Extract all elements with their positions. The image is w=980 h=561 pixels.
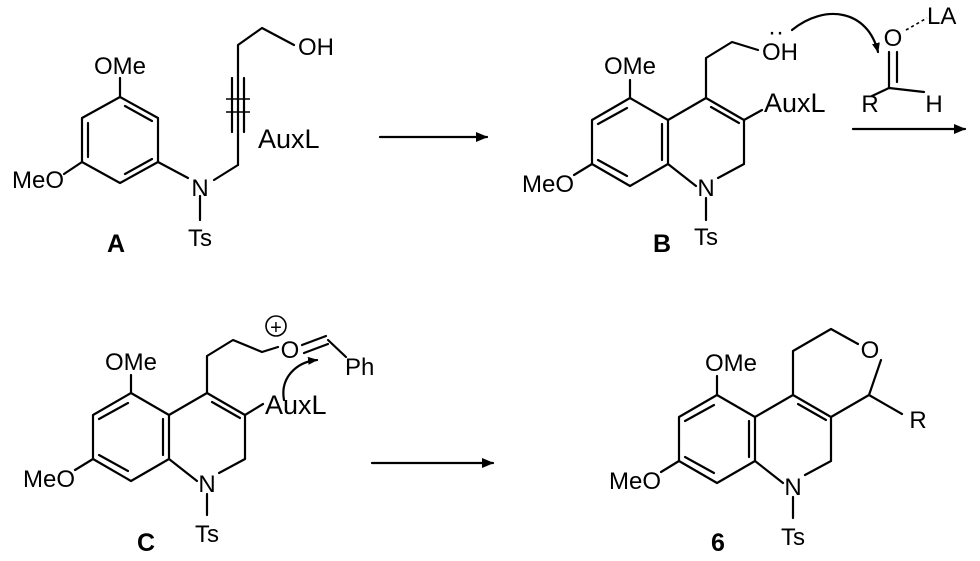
compound-label-a: A [107,230,125,258]
compound-6: OMe MeO N Ts O R 6 [609,327,927,557]
oxocarbenium-double-bond-1 [300,334,328,347]
oxocarbenium-double-bond-2 [302,342,330,355]
bond-c-r-6 [867,393,904,416]
auxl-label-c: AuxL [265,390,327,420]
bond-n-ch2-a [212,163,240,182]
aldehyde-c-r-bond [870,86,891,98]
r-label-6: R [909,407,926,434]
pyran-o-label-6: O [861,337,880,364]
bond-ring-n-a [156,160,190,180]
aldehyde-c-h-bond [887,86,926,94]
dihydropyridine-ring-b [666,96,746,188]
aldehyde-r-label: R [861,91,878,118]
dihydropyridine-ring-c [167,391,247,483]
benzene-ring-a [80,95,160,185]
benzene-ring-6 [677,393,757,485]
bond-ring-ome-left-c [73,457,95,472]
auxl-label-b: AuxL [764,88,826,118]
n-label-c: N [198,471,215,498]
ome-top-label-a: OMe [94,53,146,80]
oh-label-b: OH [762,39,798,66]
benzene-ring-b [590,96,670,188]
ome-top-label-c: OMe [105,349,157,376]
n-label-a: N [191,175,208,202]
ts-label-b: Ts [694,224,718,251]
bond-c3-auxl-b [742,108,764,122]
o-la-coordination [905,17,928,31]
meo-label-a: MeO [12,167,64,194]
ts-label-6: Ts [781,524,805,551]
chain-to-oxocarbenium-c [205,338,280,395]
meo-label-6: MeO [609,468,661,495]
bond-c-ph-c [326,338,348,359]
curved-arrow-alkene-to-oxocarbenium [282,356,319,402]
la-label: LA [927,3,956,30]
aromatic-double-bonds-b [596,106,664,178]
aldehyde-h-label: H [925,91,942,118]
aldehyde-o-label: O [884,25,903,52]
benzene-ring-c [91,391,171,483]
curved-arrow-oh-to-aldehyde [790,12,880,54]
ome-top-label-6: OMe [705,350,757,377]
oh-label-a: OH [298,34,334,61]
positive-charge: + [270,317,282,339]
c3-c4-double-bond-c [210,400,242,420]
lone-pair-b: ·· [768,19,784,46]
compound-a: OMe MeO N Ts OH AuxL A [12,26,334,258]
ome-top-label-b: OMe [604,53,656,80]
bond-ring-ome-left-a [62,160,84,176]
positive-charge-circle [265,315,287,337]
bond-c3-auxl-c [243,402,265,417]
meo-label-c: MeO [23,466,75,493]
compound-label-c: C [137,529,155,557]
aromatic-double-bonds-6 [683,403,751,475]
auxl-label-a: AuxL [258,124,320,154]
dihydropyridine-ring-6 [753,393,833,485]
ts-label-a: Ts [188,225,212,252]
aromatic-double-bonds-c [97,401,165,473]
ts-label-c: Ts [195,521,219,548]
bond-ring-ome-left-b [572,162,594,177]
n-label-b: N [697,175,714,202]
compound-label-6: 6 [711,529,725,557]
meo-label-b: MeO [522,171,574,198]
c-c-double-bond-6 [796,402,828,422]
chain-to-oh-b [704,40,760,100]
ph-label-c: Ph [345,354,374,381]
compound-c: + OMe MeO N Ts O Ph AuxL C [23,315,374,557]
n-label-6: N [784,474,801,501]
aromatic-double-bonds-a [86,104,154,176]
compound-label-b: B [653,230,671,258]
alkyne-triple-bond-a [230,73,246,137]
activated-aldehyde: O LA R H [861,3,956,118]
oxocarbenium-o-label: O [281,337,300,364]
chain-to-oh-a [236,26,296,77]
bond-ring-ome-left-6 [659,459,681,474]
c3-c4-double-bond-b [709,105,741,125]
compound-b: OMe MeO N Ts OH ·· AuxL B [522,19,826,258]
